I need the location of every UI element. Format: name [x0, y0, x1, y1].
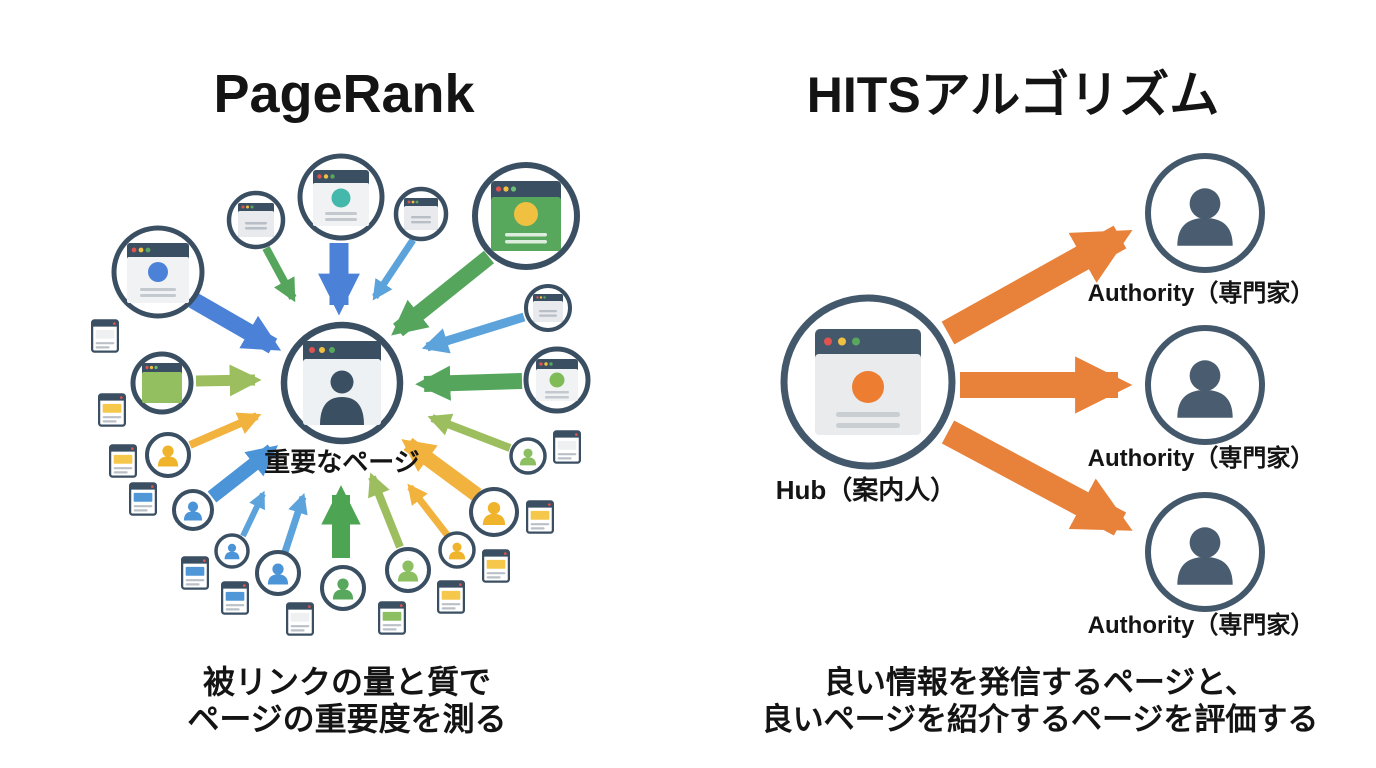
document-icon [221, 581, 249, 615]
link-arrow [281, 493, 308, 554]
document-icon [378, 601, 406, 635]
link-arrow [188, 292, 282, 354]
link-arrow [240, 490, 266, 538]
hits-caption-line1: 良い情報を発信するページと、 [824, 665, 1256, 700]
incoming-link-arrows [188, 238, 526, 558]
link-arrow [421, 312, 526, 354]
user-node [255, 550, 301, 596]
authority-node [1145, 153, 1265, 273]
document-icon [286, 602, 314, 636]
user-node [438, 531, 476, 569]
pagerank-caption-line2: ページの重要度を測る [187, 701, 506, 737]
central-page-label: 重要なページ [264, 447, 419, 477]
document-icon [98, 393, 126, 427]
authority-node [1145, 492, 1265, 612]
hub-arrow [941, 225, 1133, 345]
page-node [130, 351, 194, 415]
page-content-dot [148, 262, 168, 282]
document-icon [553, 430, 581, 464]
person-icon [320, 397, 364, 425]
hits-panel: HITSアルゴリズム Hub（案内人） Authority（専門家） [762, 67, 1319, 737]
page-content-dot [514, 202, 538, 226]
page-node [226, 190, 286, 250]
user-node [509, 437, 547, 475]
page-content-dot [331, 188, 351, 208]
hits-title: HITSアルゴリズム [807, 67, 1219, 123]
hub-node [780, 294, 956, 470]
authority-node [1145, 325, 1265, 445]
page-node [297, 153, 385, 241]
hub-arrows [941, 225, 1133, 536]
link-arrow [262, 246, 297, 303]
page-node [393, 186, 449, 242]
link-arrow [427, 413, 512, 452]
user-node [172, 489, 214, 531]
link-arrow [391, 250, 495, 337]
user-node [214, 533, 250, 569]
document-icon [482, 549, 510, 583]
authority-label-1: Authority（専門家） [1088, 279, 1315, 307]
pagerank-caption-line1: 被リンクの量と質で [203, 664, 491, 700]
document-icon [437, 580, 465, 614]
user-node [469, 487, 519, 537]
document-icon [91, 319, 119, 353]
link-arrow [372, 238, 416, 301]
authority-label-3: Authority（専門家） [1088, 611, 1315, 639]
link-arrow [188, 412, 262, 449]
authority-label-2: Authority（専門家） [1088, 444, 1315, 472]
link-arrow [207, 444, 279, 503]
pagerank-panel: PageRank [91, 64, 591, 737]
user-node [385, 547, 431, 593]
document-icon [109, 444, 137, 478]
page-node [111, 225, 205, 319]
page-node [472, 162, 580, 270]
page-node [524, 284, 572, 332]
central-page-node [280, 321, 404, 445]
user-node [320, 565, 366, 611]
page-content-dot [549, 372, 565, 388]
page-node [523, 346, 591, 414]
link-arrow [401, 437, 482, 502]
hub-arrow [941, 420, 1133, 536]
document-icon [526, 500, 554, 534]
hits-caption-line2: 良いページを紹介するページを評価する [762, 702, 1319, 737]
link-arrow [368, 472, 404, 549]
source-user-nodes [145, 432, 547, 611]
hub-label: Hub（案内人） [776, 475, 957, 505]
link-arrow [415, 365, 523, 401]
document-icon [181, 556, 209, 590]
link-arrow [195, 364, 262, 397]
document-icon [129, 482, 157, 516]
pagerank-title: PageRank [213, 64, 475, 124]
link-arrow [407, 483, 451, 539]
user-node [145, 432, 191, 478]
page-content-dot [852, 371, 884, 403]
source-page-nodes [111, 153, 591, 415]
person-icon [330, 370, 354, 394]
